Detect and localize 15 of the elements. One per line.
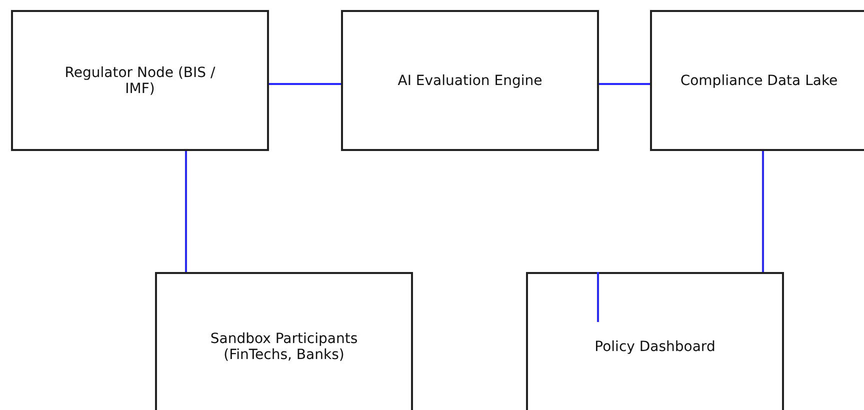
node-label: AI Evaluation Engine bbox=[398, 72, 542, 88]
process-box bbox=[11, 10, 269, 151]
node-label: Sandbox Participants (FinTechs, Banks) bbox=[209, 331, 359, 363]
node-label: Policy Dashboard bbox=[594, 339, 716, 355]
process-box bbox=[341, 10, 599, 151]
connector-line bbox=[269, 83, 341, 85]
connector-line bbox=[762, 151, 764, 272]
connector-line bbox=[185, 151, 187, 272]
connector-line bbox=[597, 272, 599, 322]
node-label: Compliance Data Lake bbox=[680, 72, 838, 88]
process-box bbox=[526, 272, 784, 410]
connector-line bbox=[599, 83, 650, 85]
node-label: Regulator Node (BIS / IMF) bbox=[64, 64, 216, 96]
process-box bbox=[650, 10, 864, 151]
process-box bbox=[155, 272, 413, 410]
